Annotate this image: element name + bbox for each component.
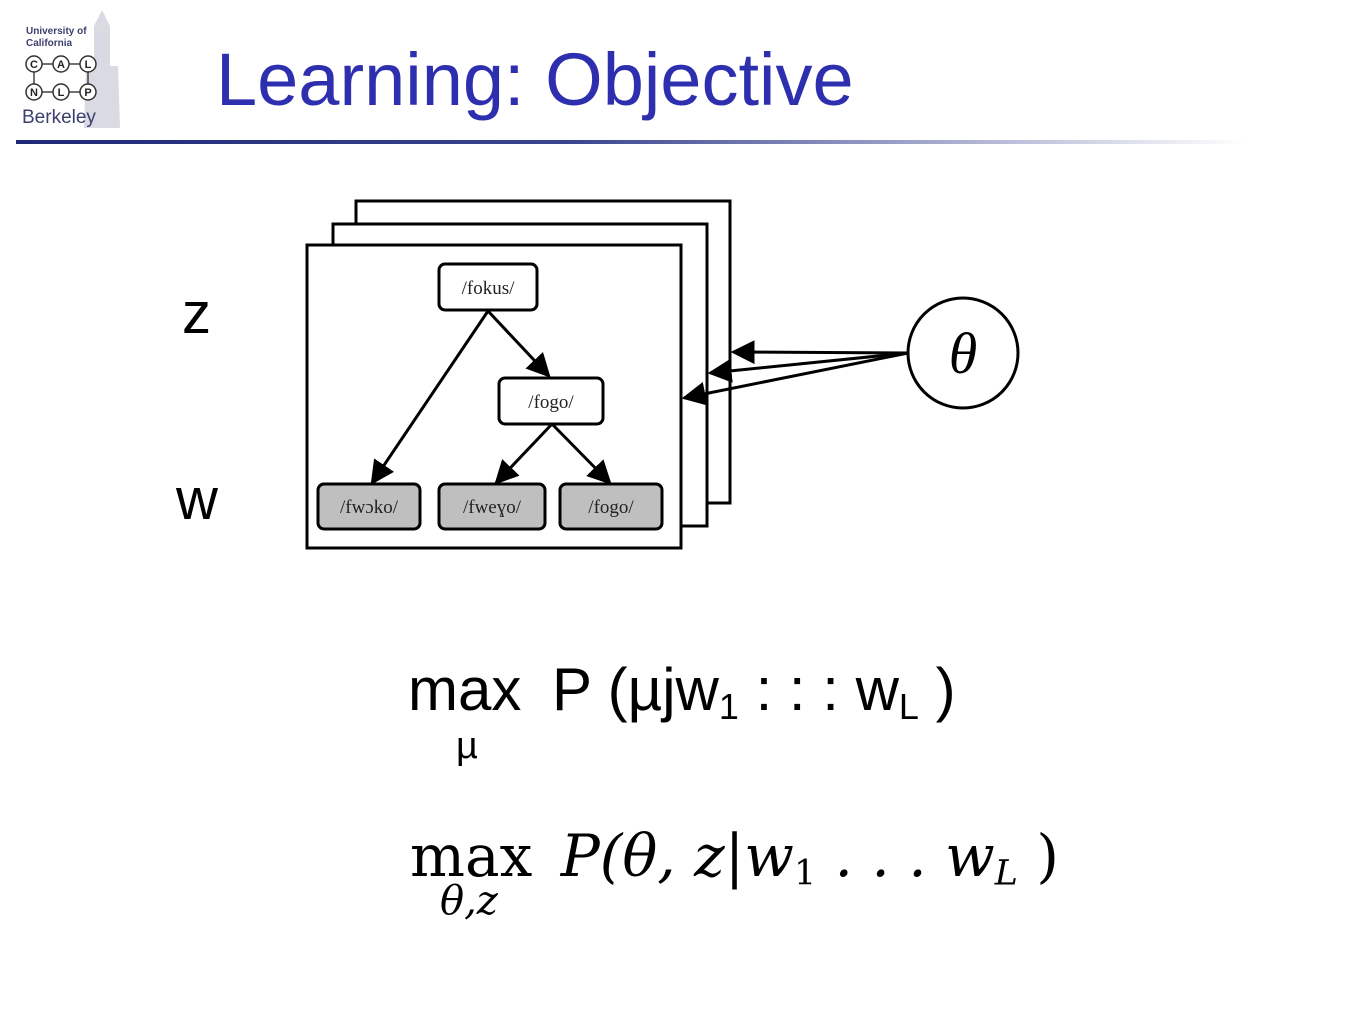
theta-symbol: θ (949, 321, 978, 386)
node-leaf-1 (316, 482, 422, 531)
formula-2-under: θ,z (440, 876, 498, 926)
formula-1-dots: : : : w (755, 656, 899, 723)
formula-1-body: P (µjw (552, 656, 719, 723)
logo-university-text: University of California (26, 26, 87, 50)
formula-2-sub-1: 1 (793, 853, 817, 894)
formula-2-body: P(θ, z|w (560, 822, 794, 890)
logo-letter-n: N (30, 87, 38, 99)
formula-2-under-text: θ,z (440, 878, 498, 924)
node-leaf-2-label: /fweɣo/ (463, 497, 522, 518)
logo-line1: University of (26, 26, 87, 37)
node-leaf-3-label: /fogo/ (588, 497, 634, 518)
berkeley-nlp-logo: C A L N L P University of California Ber… (14, 6, 132, 132)
node-middle-label: /fogo/ (528, 392, 574, 413)
logo-letter-l1: L (85, 59, 92, 71)
formula-1-under: µ (456, 725, 478, 767)
edge-root-leaf1 (370, 310, 490, 485)
title-underline (16, 140, 1246, 144)
theta-node (906, 296, 1020, 410)
edge-middle-leaf2 (494, 422, 554, 485)
objective-formula-2: max P(θ, z|w1 . . . wL ) (410, 816, 1059, 914)
formula-2-max: max (410, 822, 533, 890)
edge-middle-leaf3 (550, 422, 612, 485)
formula-1-max: max (408, 656, 522, 723)
logo-letter-p: P (84, 87, 91, 99)
plate-diagram: /fokus/ /fogo/ /fwɔko/ /fweɣo/ /fogo/ θ (305, 199, 1020, 550)
arrow-theta-plate-middle (707, 351, 909, 383)
formula-1-sub-1: 1 (718, 686, 739, 727)
arrow-theta-plate-back (730, 340, 909, 365)
logo-line2: California (26, 38, 73, 49)
label-w: w (176, 467, 218, 532)
label-z: z (182, 281, 211, 346)
formula-2-sub-l: L (994, 853, 1018, 894)
logo-letter-a: A (57, 59, 65, 71)
node-root-label: /fokus/ (462, 278, 516, 299)
formula-2-close: ) (1036, 822, 1059, 890)
node-leaf-3 (558, 482, 664, 531)
slide-title: Learning: Objective (216, 38, 854, 121)
arrow-theta-plate-front (681, 351, 909, 406)
objective-formula-1: max P (µjw1 : : : wL ) (408, 650, 956, 747)
node-root (437, 262, 539, 312)
formula-2-dots: . . . w (834, 822, 995, 890)
formula-1-sub-l: L (898, 686, 919, 727)
edge-root-middle (486, 309, 551, 378)
node-leaf-1-label: /fwɔko/ (340, 497, 399, 518)
logo-letter-l2: L (58, 87, 65, 99)
logo-berkeley-text: Berkeley (22, 107, 96, 128)
node-middle (497, 376, 605, 426)
formula-1-close: ) (935, 656, 956, 723)
logo-letter-c: C (30, 59, 38, 71)
node-leaf-2 (437, 482, 547, 531)
